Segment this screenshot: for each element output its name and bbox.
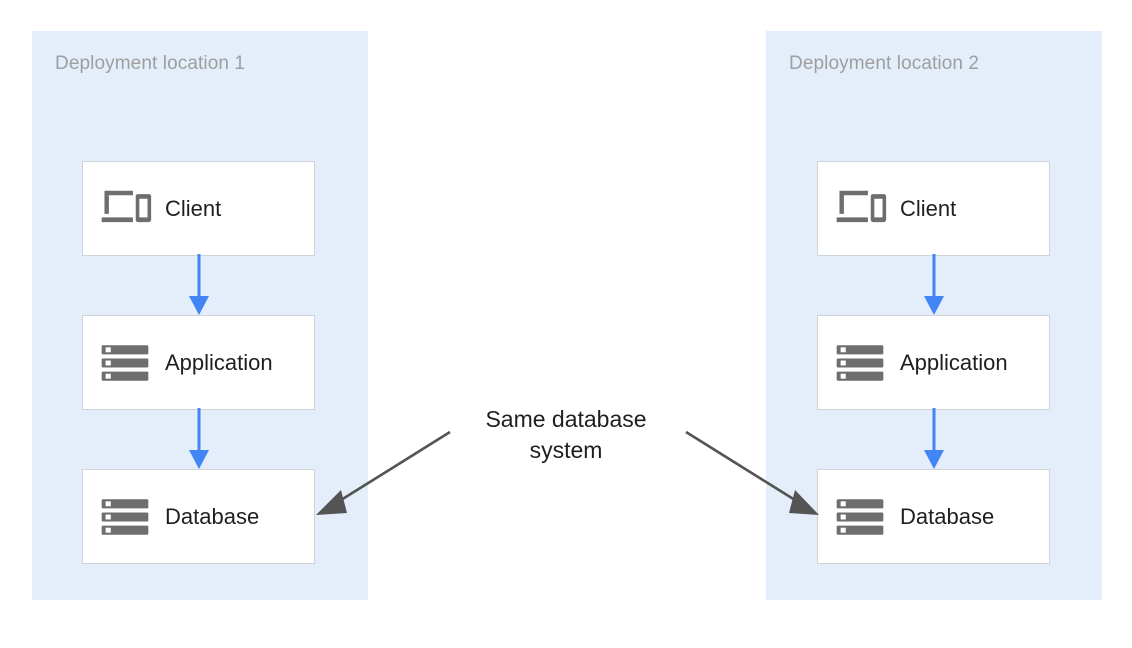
deployment-location-1-title: Deployment location 1	[55, 53, 246, 74]
node-application-1[interactable]: Application	[82, 315, 315, 410]
connector-application-1-to-database-1	[189, 408, 209, 469]
annotation-line-2: system	[529, 437, 603, 463]
node-application-2-label: Application	[900, 349, 1008, 375]
node-database-2-label: Database	[900, 503, 995, 529]
devices-icon	[836, 190, 887, 222]
node-application-2[interactable]: Application	[817, 315, 1050, 410]
server-storage-icon	[101, 498, 149, 535]
node-client-1-label: Client	[165, 195, 222, 221]
devices-icon	[101, 190, 152, 222]
connector-application-2-to-database-2	[924, 408, 944, 469]
server-storage-icon	[836, 344, 884, 381]
server-storage-icon	[101, 344, 149, 381]
connector-client-1-to-application-1	[189, 254, 209, 315]
node-database-1-label: Database	[165, 503, 260, 529]
node-database-2[interactable]: Database	[817, 469, 1050, 564]
deployment-location-2-title: Deployment location 2	[789, 53, 980, 74]
node-client-1[interactable]: Client	[82, 161, 315, 256]
node-application-1-label: Application	[165, 349, 273, 375]
node-database-1[interactable]: Database	[82, 469, 315, 564]
same-database-system-annotation: Same database system	[416, 404, 716, 466]
node-client-2-label: Client	[900, 195, 957, 221]
connector-client-2-to-application-2	[924, 254, 944, 315]
node-client-2[interactable]: Client	[817, 161, 1050, 256]
annotation-line-1: Same database	[485, 406, 647, 432]
server-storage-icon	[836, 498, 884, 535]
